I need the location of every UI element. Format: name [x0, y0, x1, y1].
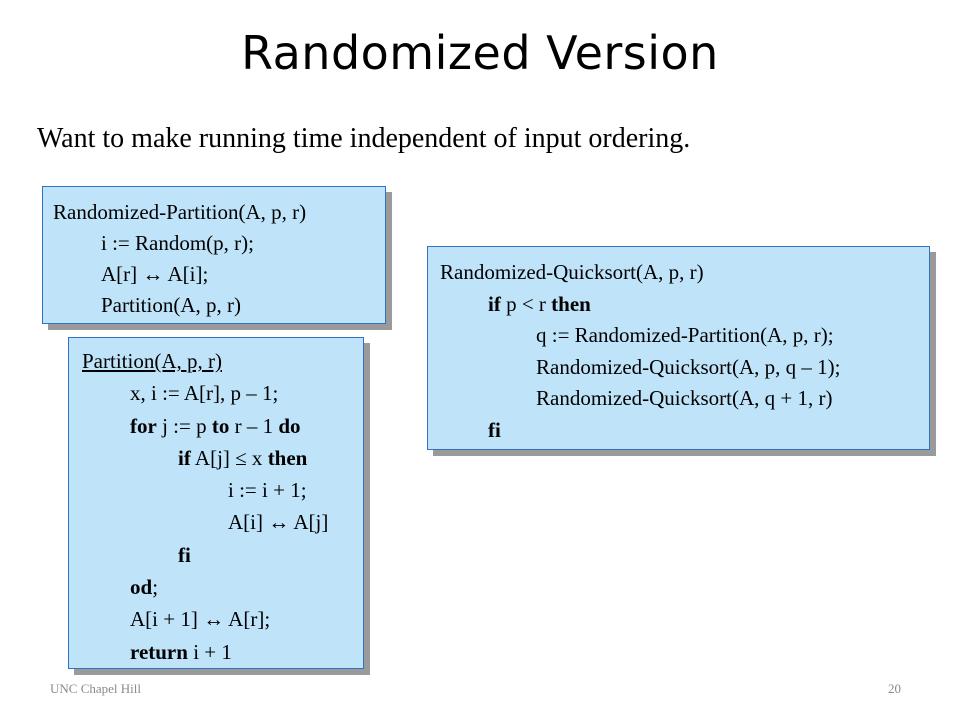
code-line: A[i] ↔ A[j]	[228, 510, 329, 535]
code-text: i + 1	[187, 639, 232, 664]
code-line: od;	[82, 571, 363, 603]
code-line: return i + 1	[82, 636, 363, 668]
keyword-then: then	[551, 291, 591, 316]
code-text: j := p	[156, 413, 212, 438]
code-line: q := Randomized-Partition(A, p, r);	[536, 323, 834, 347]
code-line: fi	[440, 415, 929, 447]
keyword-if: if	[488, 291, 501, 316]
keyword-to: to	[211, 413, 230, 438]
keyword-if: if	[178, 445, 191, 470]
page-number: 20	[888, 681, 901, 696]
code-line: for j := p to r – 1 do	[82, 410, 363, 442]
code-line: Randomized-Quicksort(A, q + 1, r)	[536, 386, 833, 410]
code-line: if p < r then	[440, 289, 929, 321]
randomized-quicksort-box: Randomized-Quicksort(A, p, r) if p < r t…	[427, 246, 930, 450]
keyword-do: do	[278, 413, 301, 438]
code-line: i := Random(p, r);	[101, 231, 254, 255]
code-line: Partition(A, p, r)	[101, 293, 241, 317]
code-line: i := i + 1;	[228, 478, 307, 503]
randomized-partition-box: Randomized-Partition(A, p, r) i := Rando…	[42, 186, 386, 324]
keyword-return: return	[130, 639, 188, 664]
slide-subtitle: Want to make running time independent of…	[37, 123, 691, 154]
code-line: A[i + 1] ↔ A[r];	[130, 607, 271, 632]
code-line: if A[j] ≤ x then	[82, 442, 363, 474]
randomized-quicksort-header: Randomized-Quicksort(A, p, r)	[440, 260, 704, 284]
code-text: r – 1	[229, 413, 279, 438]
code-text: p < r	[500, 291, 552, 316]
randomized-partition-header: Randomized-Partition(A, p, r)	[53, 200, 307, 224]
code-text: ;	[152, 575, 159, 600]
keyword-then: then	[267, 445, 308, 470]
keyword-for: for	[130, 413, 157, 438]
slide-title: Randomized Version	[241, 26, 719, 80]
keyword-fi: fi	[178, 542, 191, 567]
code-text: A[j] ≤ x	[190, 445, 268, 470]
code-line: x, i := A[r], p – 1;	[130, 381, 279, 406]
keyword-fi: fi	[488, 417, 501, 442]
code-line: Randomized-Quicksort(A, p, q – 1);	[536, 354, 841, 379]
code-line: fi	[82, 539, 363, 571]
code-line: A[r] ↔ A[i];	[101, 262, 209, 286]
partition-box: Partition(A, p, r) x, i := A[r], p – 1; …	[68, 337, 364, 669]
footer-institution: UNC Chapel Hill	[50, 681, 141, 696]
partition-header: Partition(A, p, r)	[82, 349, 222, 373]
keyword-od: od	[130, 575, 153, 600]
